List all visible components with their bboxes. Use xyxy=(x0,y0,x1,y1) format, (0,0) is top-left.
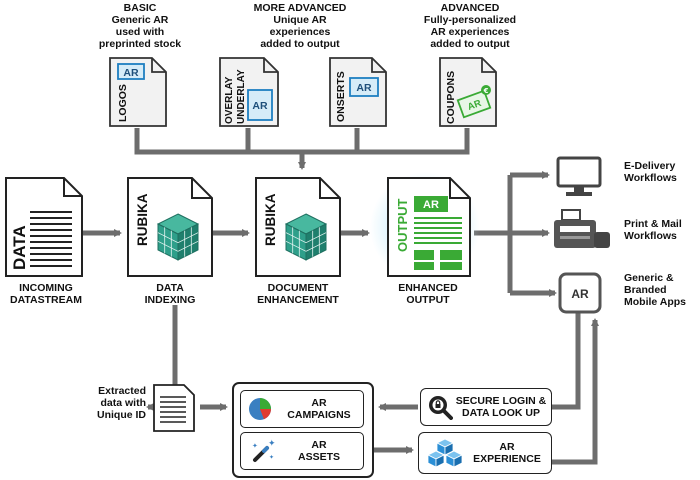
ar-campaigns-label-2: CAMPAIGNS xyxy=(287,409,351,421)
svg-text:AR: AR xyxy=(123,67,139,79)
ar-assets-label-2: ASSETS xyxy=(297,451,340,463)
ar-experience-label-2: EXPERIENCE xyxy=(473,453,541,465)
svg-text:RUBIKA: RUBIKA xyxy=(263,193,278,246)
svg-text:✦: ✦ xyxy=(252,442,258,450)
svg-text:€: € xyxy=(483,87,489,95)
rubika-enhancement-document: RUBIKA xyxy=(255,177,341,277)
overlay-underlay-card: AR OVERLAY UNDERLAY xyxy=(219,57,279,127)
rubika-indexing-document: RUBIKA xyxy=(127,177,213,277)
svg-text:DATA: DATA xyxy=(10,225,29,270)
cube-icon xyxy=(156,213,200,261)
magic-wand-icon: ✦ ✦ ✦ xyxy=(252,439,275,462)
svg-text:UNDERLAY: UNDERLAY xyxy=(236,69,247,124)
secure-login-box: SECURE LOGIN & DATA LOOK UP xyxy=(420,388,552,426)
logos-card: AR LOGOS xyxy=(109,57,167,127)
svg-text:OUTPUT: OUTPUT xyxy=(395,199,410,253)
data-document: DATA xyxy=(5,177,83,277)
ar-assets-label-1: AR xyxy=(311,439,327,451)
svg-text:OVERLAY: OVERLAY xyxy=(224,76,235,124)
svg-text:AR: AR xyxy=(356,82,372,94)
svg-text:AR: AR xyxy=(252,100,268,112)
tablet-icon: AR xyxy=(558,272,602,314)
svg-text:AR: AR xyxy=(466,98,483,113)
svg-text:RUBIKA: RUBIKA xyxy=(135,193,150,246)
cube-icon xyxy=(284,213,328,261)
onserts-card: AR ONSERTS xyxy=(329,57,387,127)
monitor-icon xyxy=(556,156,602,196)
printer-mail-icon xyxy=(554,209,610,248)
blocks-icon xyxy=(427,438,463,468)
svg-text:COUPONS: COUPONS xyxy=(445,71,457,124)
ar-experience-box: AR EXPERIENCE xyxy=(418,432,552,474)
lock-search-icon xyxy=(429,396,453,420)
ar-campaigns-label-1: AR xyxy=(311,397,327,409)
svg-text:AR: AR xyxy=(571,287,589,301)
svg-text:✦: ✦ xyxy=(269,454,274,461)
ar-campaigns-box: AR CAMPAIGNS xyxy=(240,390,364,428)
svg-text:LOGOS: LOGOS xyxy=(117,84,129,122)
svg-text:AR: AR xyxy=(423,199,439,211)
coupons-card: AR € COUPONS xyxy=(439,57,497,127)
secure-login-label-1: SECURE LOGIN & xyxy=(455,395,547,407)
ar-experience-label-1: AR xyxy=(499,441,515,453)
extracted-data-document xyxy=(153,384,195,432)
svg-text:ONSERTS: ONSERTS xyxy=(335,71,347,122)
secure-login-label-2: DATA LOOK UP xyxy=(462,407,540,419)
enhanced-output-document: OUTPUT AR xyxy=(387,177,471,277)
svg-text:✦: ✦ xyxy=(268,439,275,449)
ar-assets-box: ✦ ✦ ✦ AR ASSETS xyxy=(240,432,364,470)
pie-chart-icon xyxy=(249,398,271,420)
